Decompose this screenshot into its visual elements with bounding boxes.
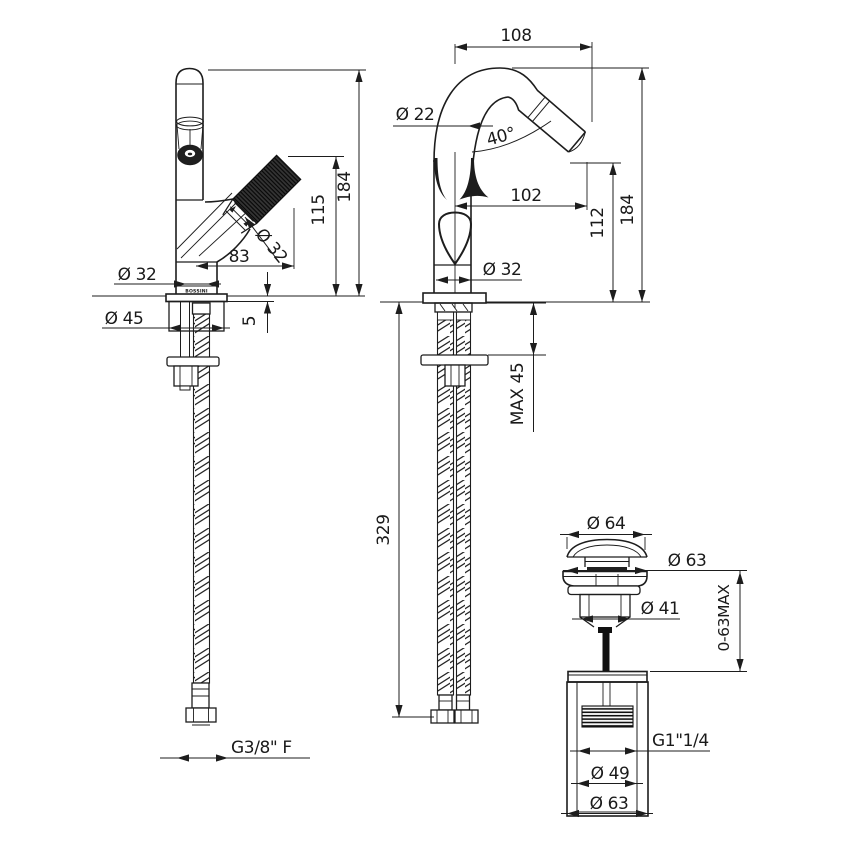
dim-329: 329	[374, 302, 434, 718]
dim-range-0-63: 0-63MAX	[650, 570, 747, 672]
spout-shading-left	[434, 158, 447, 200]
svg-text:G1"1/4: G1"1/4	[652, 731, 709, 751]
drain-flange	[562, 570, 648, 596]
svg-text:115: 115	[309, 194, 329, 225]
svg-text:Ø 32: Ø 32	[251, 225, 291, 268]
dim-outer-dia63: Ø 63	[561, 794, 653, 818]
inner-tube-reflection	[437, 211, 473, 266]
shank-right	[434, 302, 473, 313]
right-view-mixer-front: 108 Ø 22 40° 102 112	[374, 26, 650, 724]
dim-flange-dia63: Ø 63	[563, 551, 747, 575]
hose-ferrule	[456, 311, 471, 321]
mounting-nut	[173, 365, 199, 391]
dim-base-dia45: Ø 45	[102, 309, 230, 332]
hose-ferrule-top	[191, 302, 211, 315]
dim-g114-thread: G1"1/4	[570, 731, 710, 755]
dim-body-dia32: Ø 32	[114, 265, 221, 288]
svg-text:184: 184	[618, 194, 638, 225]
svg-text:40°: 40°	[484, 124, 517, 151]
dim-5: 5	[227, 272, 274, 333]
svg-text:184: 184	[335, 171, 355, 202]
column-base-right	[422, 152, 487, 313]
hose-end-fittings-right	[430, 694, 479, 724]
spout-shading-right	[459, 158, 489, 200]
mounting-washer-right	[420, 354, 489, 366]
hose-ferrule	[437, 311, 454, 321]
spout-column	[175, 67, 204, 200]
dim-spout-dia22: Ø 22	[393, 105, 493, 130]
svg-text:83: 83	[229, 247, 250, 267]
drain-trap-body	[566, 670, 649, 817]
hose-end-fitting-left	[185, 682, 217, 726]
aerator-nozzle	[176, 116, 204, 166]
left-view-mixer-side: BOSSINI 83	[92, 67, 366, 762]
svg-text:102: 102	[510, 186, 541, 206]
pull-rod	[602, 633, 610, 672]
dim-g38-thread: G3/8" F	[160, 738, 310, 762]
svg-text:112: 112	[588, 207, 608, 238]
svg-text:Ø 41: Ø 41	[641, 599, 680, 619]
svg-text:Ø 22: Ø 22	[396, 105, 435, 125]
brand-mark: BOSSINI	[185, 289, 208, 295]
mounting-washer	[166, 356, 220, 367]
base-plate	[165, 293, 228, 303]
gooseneck-spout	[433, 67, 587, 200]
drain-body	[579, 593, 631, 672]
drain-cap	[566, 538, 648, 572]
dim-102: 102	[455, 162, 588, 210]
dim-83: 83	[196, 208, 295, 270]
knurled-handle	[231, 154, 302, 225]
svg-text:329: 329	[374, 514, 394, 545]
dim-base-dia32-right: Ø 32	[436, 260, 522, 284]
dim-184-right: 184	[512, 67, 649, 302]
dim-115: 115	[288, 156, 344, 296]
drain-waste-detail: Ø 64 Ø 63 Ø 41 0-63MAX G1"1/4	[560, 514, 747, 818]
thread-section	[581, 705, 634, 728]
svg-text:MAX 45: MAX 45	[508, 363, 528, 426]
dim-112: 112	[570, 162, 621, 302]
shank-block	[168, 300, 225, 332]
dim-max45: MAX 45	[486, 302, 546, 432]
mixer-body	[175, 192, 251, 294]
svg-text:Ø 64: Ø 64	[587, 514, 626, 534]
mounting-nut-right	[444, 364, 466, 387]
svg-text:5: 5	[240, 316, 260, 326]
svg-text:G3/8" F: G3/8" F	[231, 738, 292, 758]
dim-184-left: 184	[208, 69, 366, 296]
svg-text:Ø 63: Ø 63	[668, 551, 707, 571]
base-plate-right	[422, 292, 487, 304]
svg-text:Ø 49: Ø 49	[591, 764, 630, 784]
dim-cap-dia64: Ø 64	[560, 514, 652, 550]
seal-ring	[587, 567, 627, 572]
dim-body-dia41: Ø 41	[572, 599, 680, 623]
svg-text:Ø 32: Ø 32	[483, 260, 522, 280]
svg-text:Ø 63: Ø 63	[590, 794, 629, 814]
svg-text:Ø 45: Ø 45	[105, 309, 144, 329]
svg-text:108: 108	[500, 26, 531, 46]
dim-108: 108	[454, 26, 593, 122]
dim-inner-dia49: Ø 49	[571, 764, 643, 788]
dim-handle-dia32: Ø 32	[242, 214, 291, 268]
svg-text:Ø 32: Ø 32	[118, 265, 157, 285]
svg-text:0-63MAX: 0-63MAX	[715, 584, 733, 652]
